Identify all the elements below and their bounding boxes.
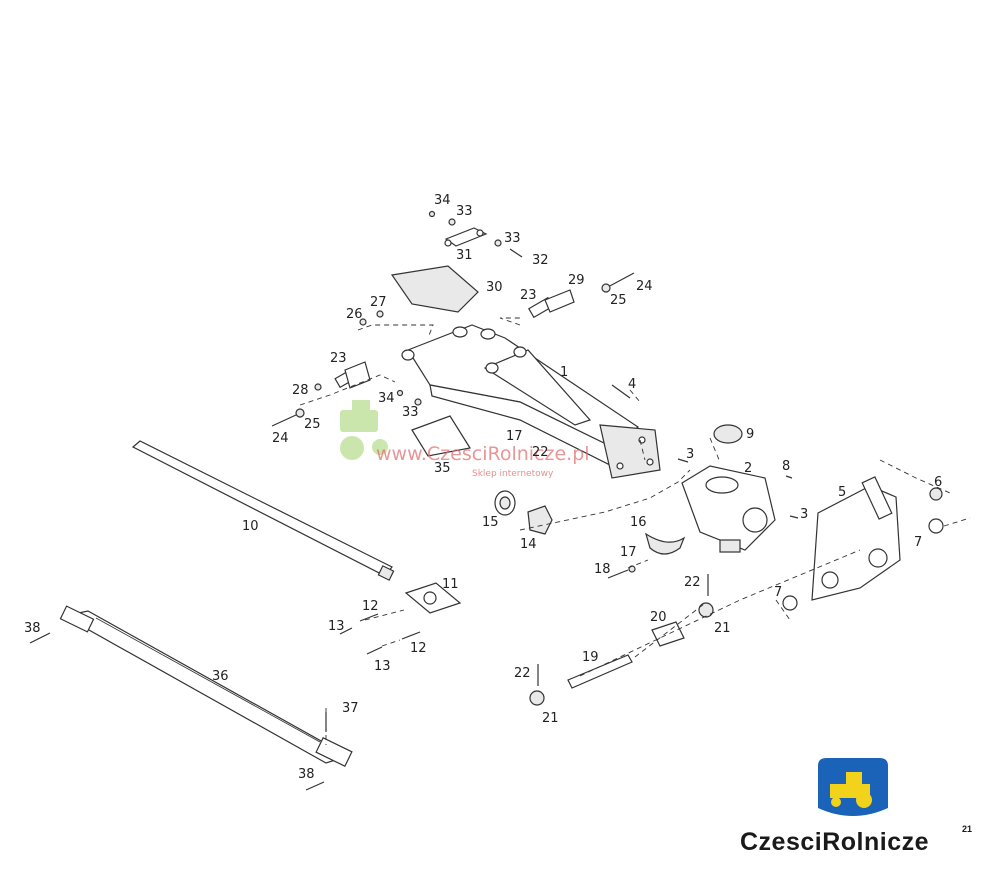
watermark: www.CzesciRolnicze.pl Sklep internetowy [340, 400, 590, 479]
callout-24b: 24 [272, 431, 289, 446]
callout-27: 27 [370, 295, 387, 310]
callout-9: 9 [746, 427, 754, 442]
callout-36: 36 [212, 669, 229, 684]
part-10-shaft [131, 440, 395, 581]
brand-superscript: 21 [962, 824, 972, 834]
callout-14: 14 [520, 537, 537, 552]
brand-logo: CzesciRolnicze 21 [740, 758, 972, 856]
callout-16: 16 [630, 515, 647, 530]
callout-38a: 38 [24, 621, 41, 636]
callout-20: 20 [650, 610, 667, 625]
part-1-main-frame [401, 324, 661, 479]
callout-10: 10 [242, 519, 259, 534]
part-9-cap [713, 424, 743, 444]
callout-21a: 21 [714, 621, 731, 636]
callout-22c: 22 [532, 445, 549, 460]
callout-6: 6 [934, 475, 942, 490]
callout-34a: 34 [434, 193, 451, 208]
callout-labels: 1 2 3 3 4 5 6 7 7 8 9 10 11 12 12 13 13 … [24, 193, 942, 782]
callout-7b: 7 [774, 585, 782, 600]
callout-33b: 33 [504, 231, 521, 246]
callout-25b: 25 [304, 417, 321, 432]
callout-17a: 17 [506, 429, 523, 444]
callout-7a: 7 [914, 535, 922, 550]
callout-23b: 23 [330, 351, 347, 366]
watermark-tagline: Sklep internetowy [472, 469, 554, 479]
callout-3a: 3 [686, 447, 694, 462]
callout-12a: 12 [362, 599, 379, 614]
callout-23a: 23 [520, 288, 537, 303]
part-21-nuts [529, 602, 714, 706]
part-20-bushing [651, 621, 685, 647]
part-11-universal-joint [404, 582, 462, 614]
callout-32: 32 [532, 253, 549, 268]
small-fasteners [271, 210, 944, 611]
callout-35: 35 [434, 461, 451, 476]
part-38-pins [29, 632, 325, 791]
callout-17b: 17 [620, 545, 637, 560]
callout-25a: 25 [610, 293, 627, 308]
callout-30: 30 [486, 280, 503, 295]
part-31-bracket [444, 227, 488, 247]
callout-26: 26 [346, 307, 363, 322]
part-5-mounting-plate [811, 476, 901, 601]
callout-34b: 34 [378, 391, 395, 406]
brand-wordmark: CzesciRolnicze [740, 828, 929, 856]
assembly-lines [299, 317, 971, 745]
part-16-shield [644, 532, 686, 555]
callout-12b: 12 [410, 641, 427, 656]
callout-33a: 33 [456, 204, 473, 219]
callout-4: 4 [628, 377, 636, 392]
callout-11: 11 [442, 577, 459, 592]
callout-5: 5 [838, 485, 846, 500]
callout-29: 29 [568, 273, 585, 288]
part-2-gearbox-housing [681, 465, 776, 553]
part-19-shaft-pin [567, 654, 633, 689]
callout-38b: 38 [298, 767, 315, 782]
watermark-site: www.CzesciRolnicze.pl [376, 443, 590, 465]
callout-31: 31 [456, 248, 473, 263]
callout-1: 1 [560, 365, 568, 380]
callout-33c: 33 [402, 405, 419, 420]
callout-15: 15 [482, 515, 499, 530]
callout-13b: 13 [374, 659, 391, 674]
part-22-grease-pins [537, 574, 709, 686]
callout-21b: 21 [542, 711, 559, 726]
callout-22a: 22 [684, 575, 701, 590]
watermark-tractor-icon [340, 400, 388, 460]
tractor-badge-icon [818, 758, 888, 816]
part-14-bevel-gear [527, 505, 553, 535]
callout-37: 37 [342, 701, 359, 716]
part-35-plate [411, 415, 471, 457]
callout-19: 19 [582, 650, 599, 665]
callout-8: 8 [782, 459, 790, 474]
part-30-cover-plate [390, 265, 479, 313]
callout-18: 18 [594, 562, 611, 577]
callout-28: 28 [292, 383, 309, 398]
callout-24a: 24 [636, 279, 653, 294]
part-23-pin-upper [528, 289, 575, 319]
callout-3b: 3 [800, 507, 808, 522]
callout-22b: 22 [514, 666, 531, 681]
callout-2: 2 [744, 461, 752, 476]
part-12-13-pins [339, 613, 421, 655]
part-36-drawbar [59, 605, 353, 768]
callout-13a: 13 [328, 619, 345, 634]
part-15-seal [494, 490, 516, 516]
